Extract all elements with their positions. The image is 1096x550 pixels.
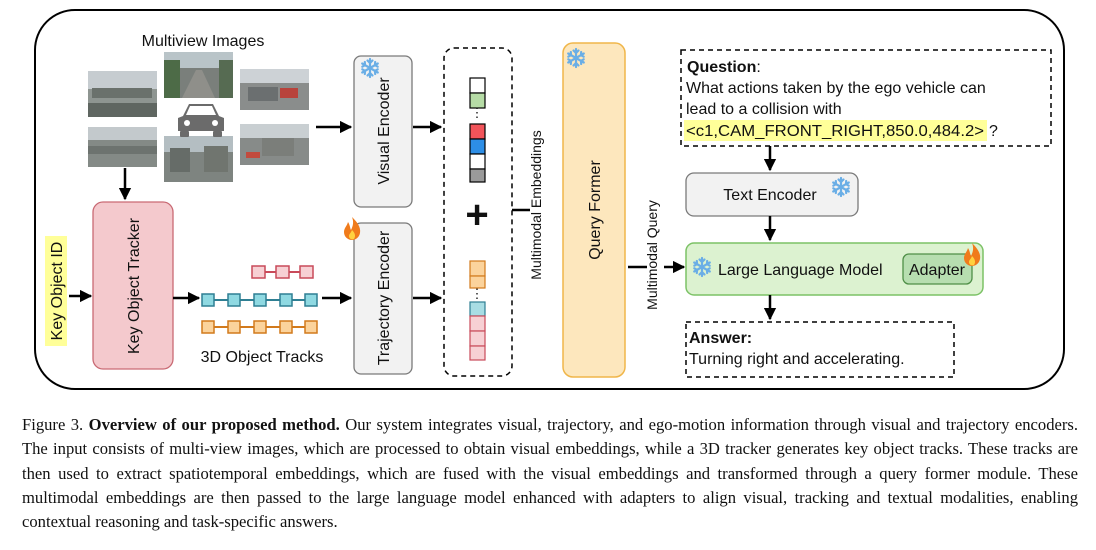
question-mark: ? [989,123,998,140]
answer-heading: Answer: [689,330,752,347]
trajectory-encoder-label: Trajectory Encoder [376,230,393,365]
caption-label: Figure 3. [22,415,84,434]
text-encoder-label: Text Encoder [723,187,817,204]
method-overview-diagram: Multiview Images [34,9,1065,390]
car-icon [178,104,224,137]
multiview-camera-images [88,52,309,182]
multiview-images-title: Multiview Images [142,33,265,50]
multimodal-query-label: Multimodal Query [644,200,660,310]
svg-text:⋮: ⋮ [471,105,484,120]
adapter-box [902,253,973,285]
question-heading: Question: [687,59,761,76]
camera-image-front-left [88,71,157,117]
plus-symbol: + [465,193,488,237]
trajectory-embedding-tokens: ⋮ [469,260,486,361]
flow-arrows [69,120,777,321]
question-box [680,49,1052,147]
svg-text:⋮: ⋮ [471,286,484,301]
camera-image-back [164,136,233,182]
visual-encoder-box [353,55,413,208]
object-tracks-graphic [201,265,318,334]
key-object-tracker-label: Key Object Tracker [126,217,143,354]
embeddings-panel [443,47,513,377]
question-line-1: What actions taken by the ego vehicle ca… [686,80,986,97]
adapter-label: Adapter [909,262,966,279]
caption-title: Overview of our proposed method. [88,415,340,434]
figure-caption: Figure 3. Overview of our proposed metho… [22,413,1078,534]
key-object-id-highlight [45,236,67,346]
text-encoder-box [685,172,859,217]
question-line-2: lead to a collision with [686,101,842,118]
answer-text: Turning right and accelerating. [689,351,905,368]
camera-image-back-right [240,124,309,165]
camera-image-front [164,52,233,98]
query-former-box [562,42,626,378]
key-object-id-label: Key Object ID [49,242,66,341]
trajectory-encoder-box [353,222,413,375]
llm-label: Large Language Model [718,262,883,279]
fire-icon [344,217,361,240]
multimodal-embeddings-label: Multimodal Embeddings [528,130,544,279]
visual-encoder-label: Visual Encoder [376,77,393,185]
question-object-reference: <c1,CAM_FRONT_RIGHT,850.0,484.2> [686,123,984,140]
camera-image-front-right [240,69,309,110]
visual-embedding-tokens: ⋮ [469,77,486,183]
key-object-tracker-box [92,201,174,370]
camera-image-back-left [88,127,157,167]
question-highlight-bg [684,120,987,141]
object-tracks-label: 3D Object Tracks [201,349,324,366]
diagram-frame [34,9,1065,390]
query-former-label: Query Former [587,160,604,260]
caption-text: Our system integrates visual, trajectory… [22,415,1079,532]
